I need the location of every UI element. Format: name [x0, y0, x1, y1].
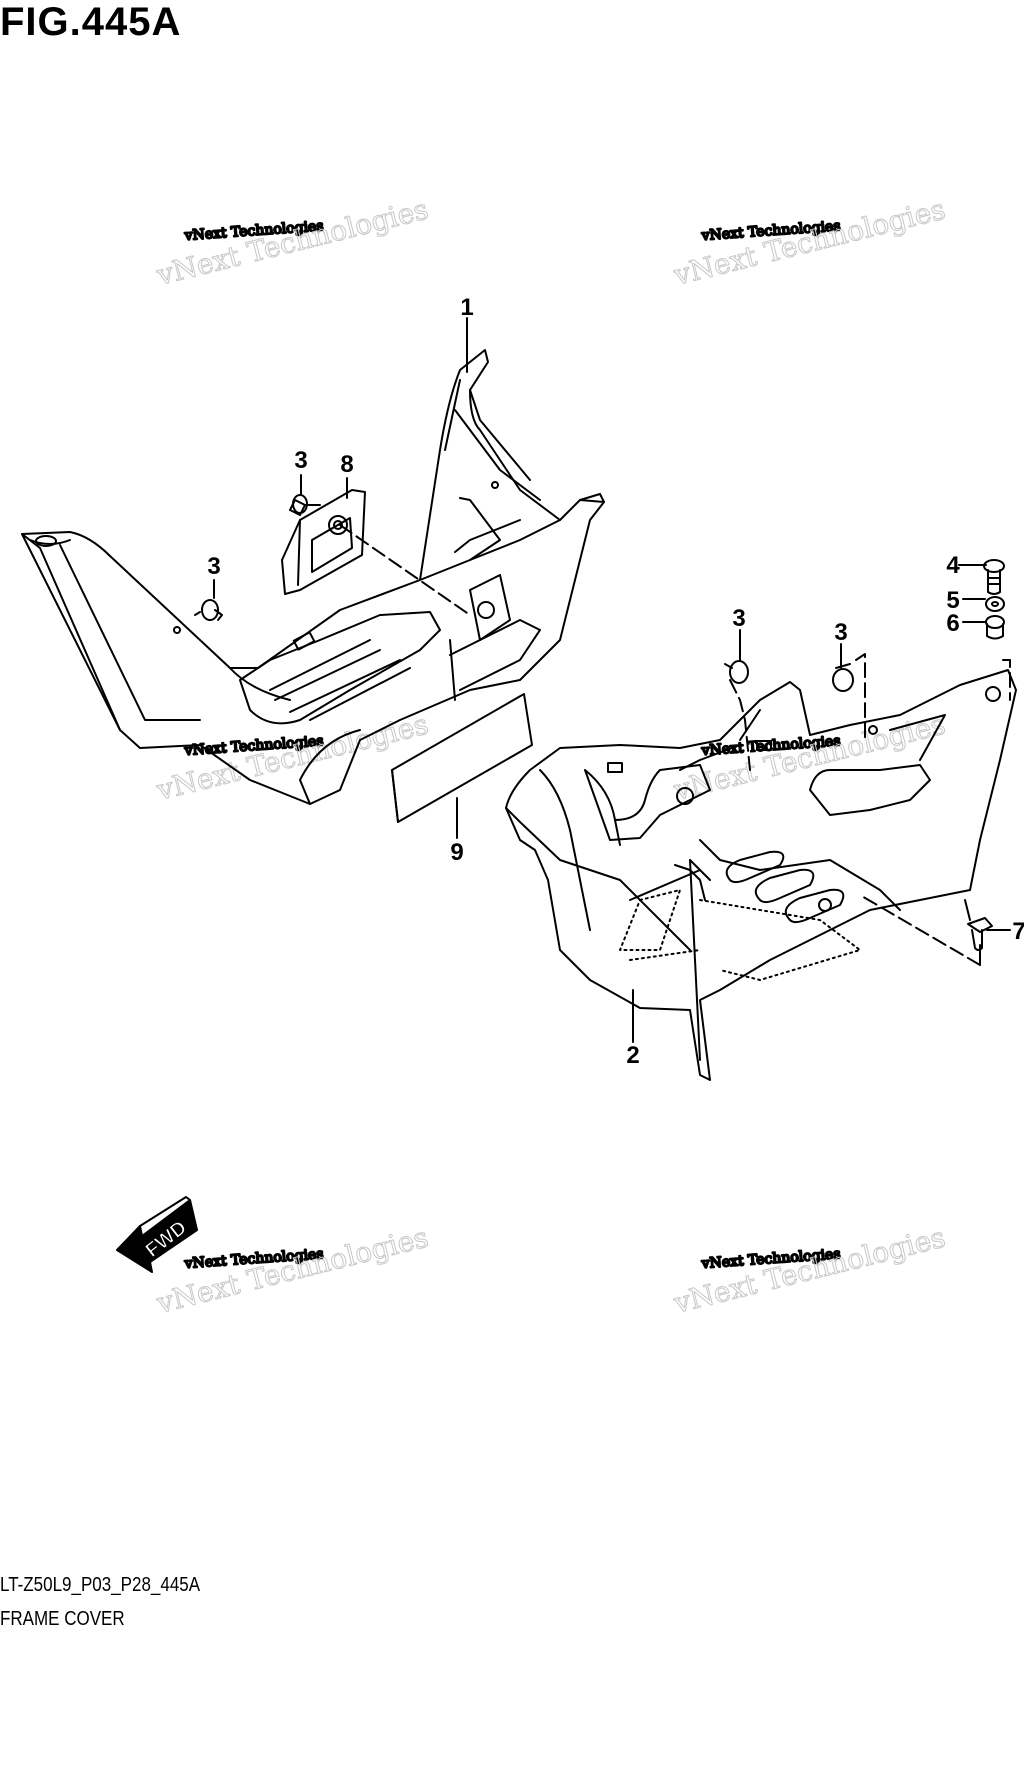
figure-title: FIG.445A	[0, 0, 182, 44]
callout-6: 6	[946, 610, 959, 637]
part-3-clip-b	[194, 599, 223, 621]
part-9-protective-strip	[391, 693, 533, 823]
watermark-mid-right: vNext Technologies vNext Technologies	[669, 707, 949, 808]
callout-2: 2	[626, 1042, 639, 1069]
callout-5: 5	[946, 587, 959, 614]
callout-8: 8	[340, 451, 353, 478]
watermark-bottom-left: vNext Technologies vNext Technologies	[152, 1220, 432, 1321]
watermark-bottom-right: vNext Technologies vNext Technologies	[669, 1220, 949, 1321]
part-4-bolt	[983, 559, 1005, 595]
part-8-mounting-pad	[281, 489, 471, 616]
part-5-washer	[985, 596, 1005, 612]
part-3-clip-c	[724, 660, 751, 771]
callout-3d: 3	[834, 619, 847, 646]
part-1-left-frame-cover	[21, 349, 605, 805]
watermark-top-left: vNext Technologies vNext Technologies	[152, 192, 432, 293]
callout-3b: 3	[207, 553, 220, 580]
callout-4: 4	[946, 552, 960, 579]
diagram-caption: FRAME COVER	[0, 1608, 125, 1630]
part-3-clip-a	[289, 494, 321, 516]
part-3-clip-d	[832, 653, 866, 741]
part-2-right-frame-cover	[505, 669, 1017, 1081]
diagram-code: LT-Z50L9_P03_P28_445A	[0, 1574, 201, 1596]
part-7-bolt	[859, 894, 993, 966]
callout-3c: 3	[732, 605, 745, 632]
callout-1: 1	[460, 294, 473, 321]
callout-9: 9	[450, 839, 463, 866]
callout-7: 7	[1012, 918, 1024, 945]
callout-3a: 3	[294, 447, 307, 474]
watermark-top-right: vNext Technologies vNext Technologies	[669, 192, 949, 293]
